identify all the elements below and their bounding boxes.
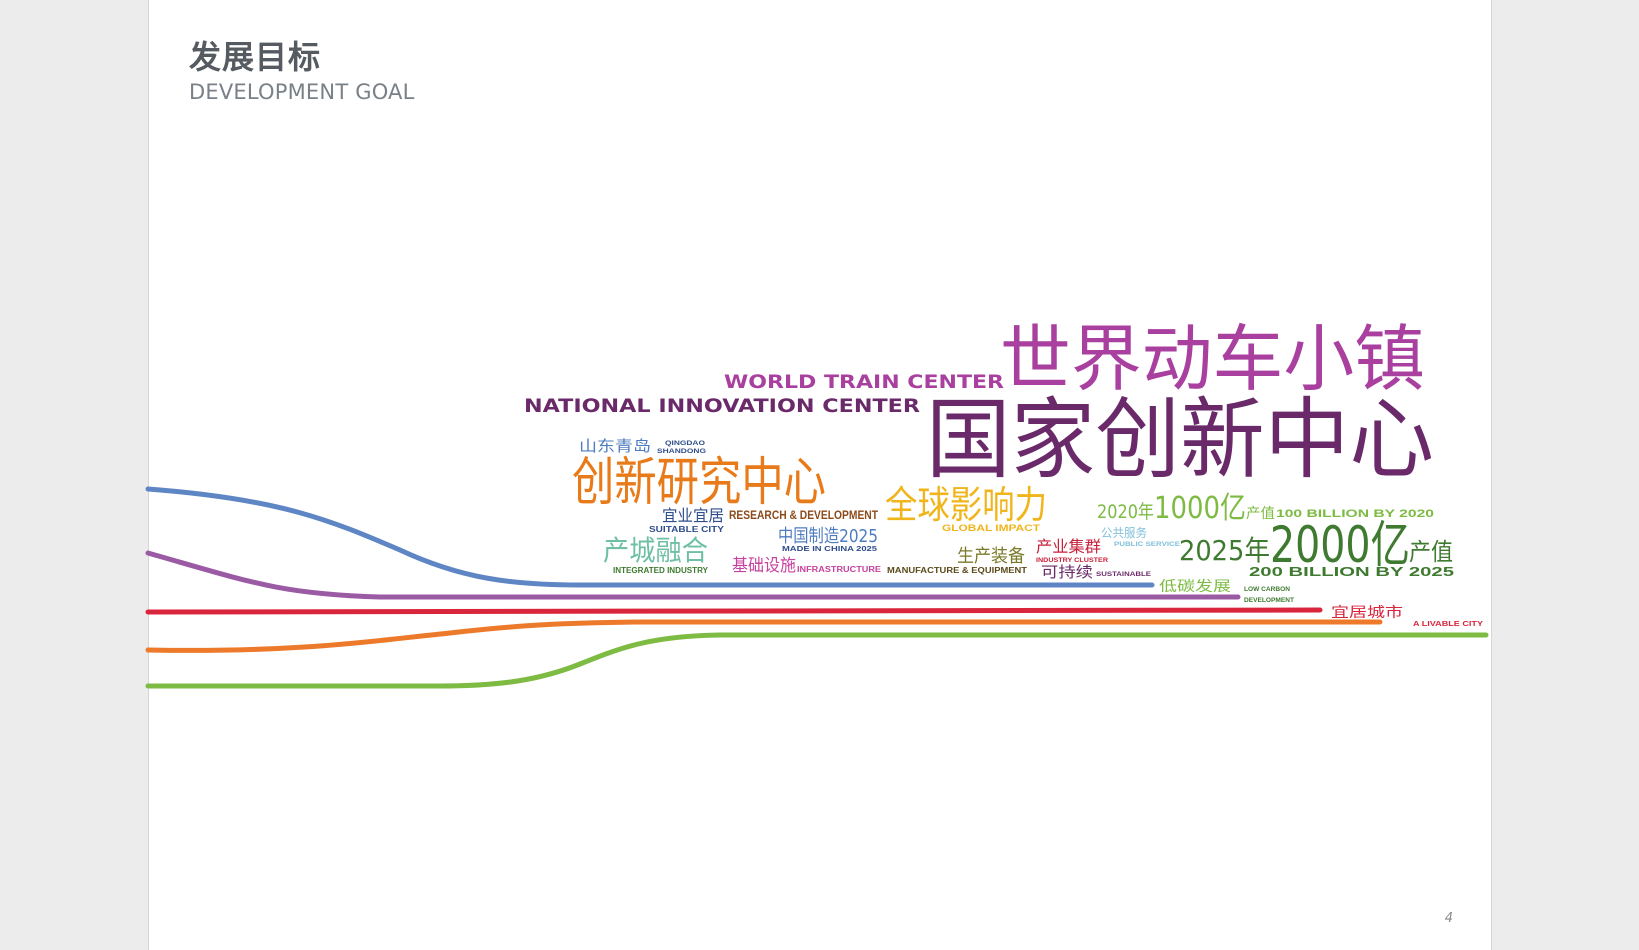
made-in-china-en: MADE IN CHINA 2025	[782, 546, 877, 553]
infrastructure-cn: 基础设施	[732, 556, 796, 576]
livable-city-cn: 宜居城市	[1331, 604, 1403, 621]
livable-city-en: A LIVABLE CITY	[1413, 621, 1483, 628]
output-value-2025: 产值	[1409, 538, 1453, 566]
world-train-center-cn: 世界动车小镇	[1000, 317, 1425, 401]
page-number: 4	[1444, 911, 1453, 926]
output-value-2020: 产值	[1246, 506, 1275, 522]
amount-1000: 1000亿	[1154, 491, 1246, 526]
industry-cluster-en: INDUSTRY CLUSTER	[1036, 558, 1109, 564]
national-innovation-center-en: NATIONAL INNOVATION CENTER	[524, 395, 920, 417]
low-carbon-en-2: DEVELOPMENT	[1244, 598, 1294, 604]
research-center-cn: 创新研究中心	[572, 453, 826, 513]
year-2025: 2025年	[1179, 534, 1270, 567]
manufacture-cn: 生产装备	[957, 546, 1025, 567]
world-train-center-en: WORLD TRAIN CENTER	[724, 371, 1004, 393]
infrastructure-en: INFRASTRUCTURE	[797, 565, 882, 574]
blue-line	[145, 486, 1155, 588]
sustainable-en: SUSTAINABLE	[1096, 572, 1151, 578]
shandong-en: SHANDONG	[657, 449, 706, 455]
orange-line	[145, 619, 1383, 653]
industry-cluster-cn: 产业集群	[1036, 537, 1101, 556]
red-line	[145, 607, 1323, 615]
integrated-industry-en: INTEGRATED INDUSTRY	[613, 566, 709, 575]
global-impact-cn: 全球影响力	[885, 483, 1047, 527]
amount-2000: 2000亿	[1270, 516, 1410, 574]
suitable-city-en: SUITABLE CITY	[649, 525, 725, 534]
research-development-en: RESEARCH & DEVELOPMENT	[729, 508, 879, 522]
shandong-qingdao-cn: 山东青岛	[579, 437, 651, 455]
year-2020: 2020年	[1097, 501, 1154, 523]
slide: 发展目标 DEVELOPMENT GOAL 4	[148, 0, 1492, 950]
low-carbon-en-1: LOW CARBON	[1244, 587, 1290, 593]
low-carbon-cn: 低碳发展	[1159, 579, 1231, 595]
green-line	[145, 632, 1489, 689]
made-in-china-cn: 中国制造2025	[778, 526, 878, 547]
qingdao-en: QINGDAO	[665, 441, 705, 447]
integrated-industry-cn: 产城融合	[603, 534, 708, 567]
page-subtitle: DEVELOPMENT GOAL	[189, 80, 415, 104]
public-service-en: PUBLIC SERVICE	[1114, 542, 1180, 548]
by-2025-en: 200 BILLION BY 2025	[1249, 564, 1454, 579]
public-service-cn: 公共服务	[1101, 525, 1147, 540]
sustainable-cn: 可持续	[1041, 563, 1093, 581]
national-innovation-center-cn: 国家创新中心	[926, 388, 1434, 491]
global-impact-en: GLOBAL IMPACT	[942, 523, 1041, 533]
by-2020-en: 100 BILLION BY 2020	[1276, 508, 1434, 520]
purple-line	[145, 550, 1241, 600]
page-title: 发展目标	[189, 38, 322, 76]
suitable-city-cn: 宜业宜居	[662, 506, 724, 525]
manufacture-en: MANUFACTURE & EQUIPMENT	[887, 566, 1027, 575]
